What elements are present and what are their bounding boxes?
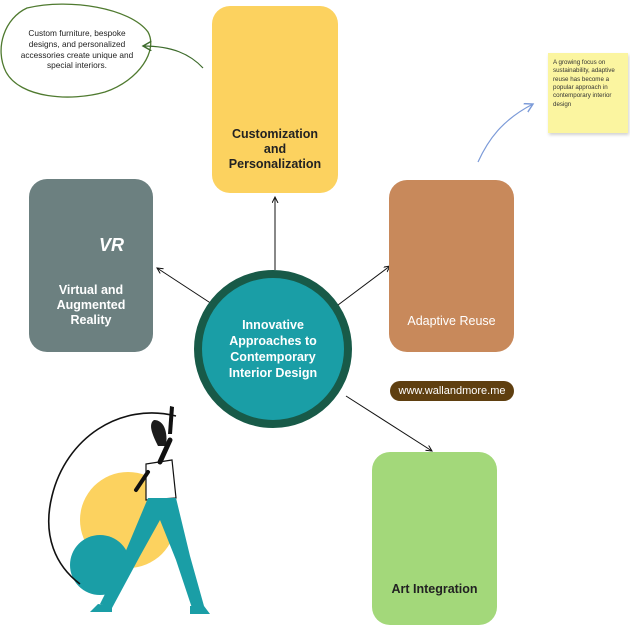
node-art-integration[interactable]: Art Integration <box>372 452 497 625</box>
node-art-integration-label: Art Integration <box>391 582 478 596</box>
node-vr[interactable]: VR Virtual and Augmented Reality <box>29 179 153 352</box>
hub-title: Innovative Approaches to Contemporary In… <box>228 318 318 380</box>
sticky-note-text: A growing focus on sustainability, adapt… <box>553 59 615 108</box>
node-vr-label: Virtual and Augmented Reality <box>56 283 126 327</box>
connector-art <box>345 395 432 451</box>
sticky-note: A growing focus on sustainability, adapt… <box>548 53 628 133</box>
central-hub[interactable]: Innovative Approaches to Contemporary In… <box>194 270 352 428</box>
connector-adaptive <box>337 266 390 306</box>
website-link[interactable]: www.wallandmore.me <box>390 381 514 401</box>
node-adaptive-reuse[interactable]: Adaptive Reuse <box>389 180 514 352</box>
speech-bubble-outline <box>0 3 152 98</box>
node-customization[interactable]: Customization and Personalization <box>212 6 338 193</box>
sticky-arrow <box>477 104 533 163</box>
customization-note: Custom furniture, bespoke designs, and p… <box>20 28 134 71</box>
woman-drawing-circle-illustration <box>48 406 210 614</box>
connector-vr <box>157 268 213 305</box>
node-customization-label: Customization and Personalization <box>228 127 322 171</box>
bubble-arrow <box>143 46 204 69</box>
node-adaptive-reuse-label: Adaptive Reuse <box>407 314 496 328</box>
vr-icon-text: VR <box>99 235 125 255</box>
